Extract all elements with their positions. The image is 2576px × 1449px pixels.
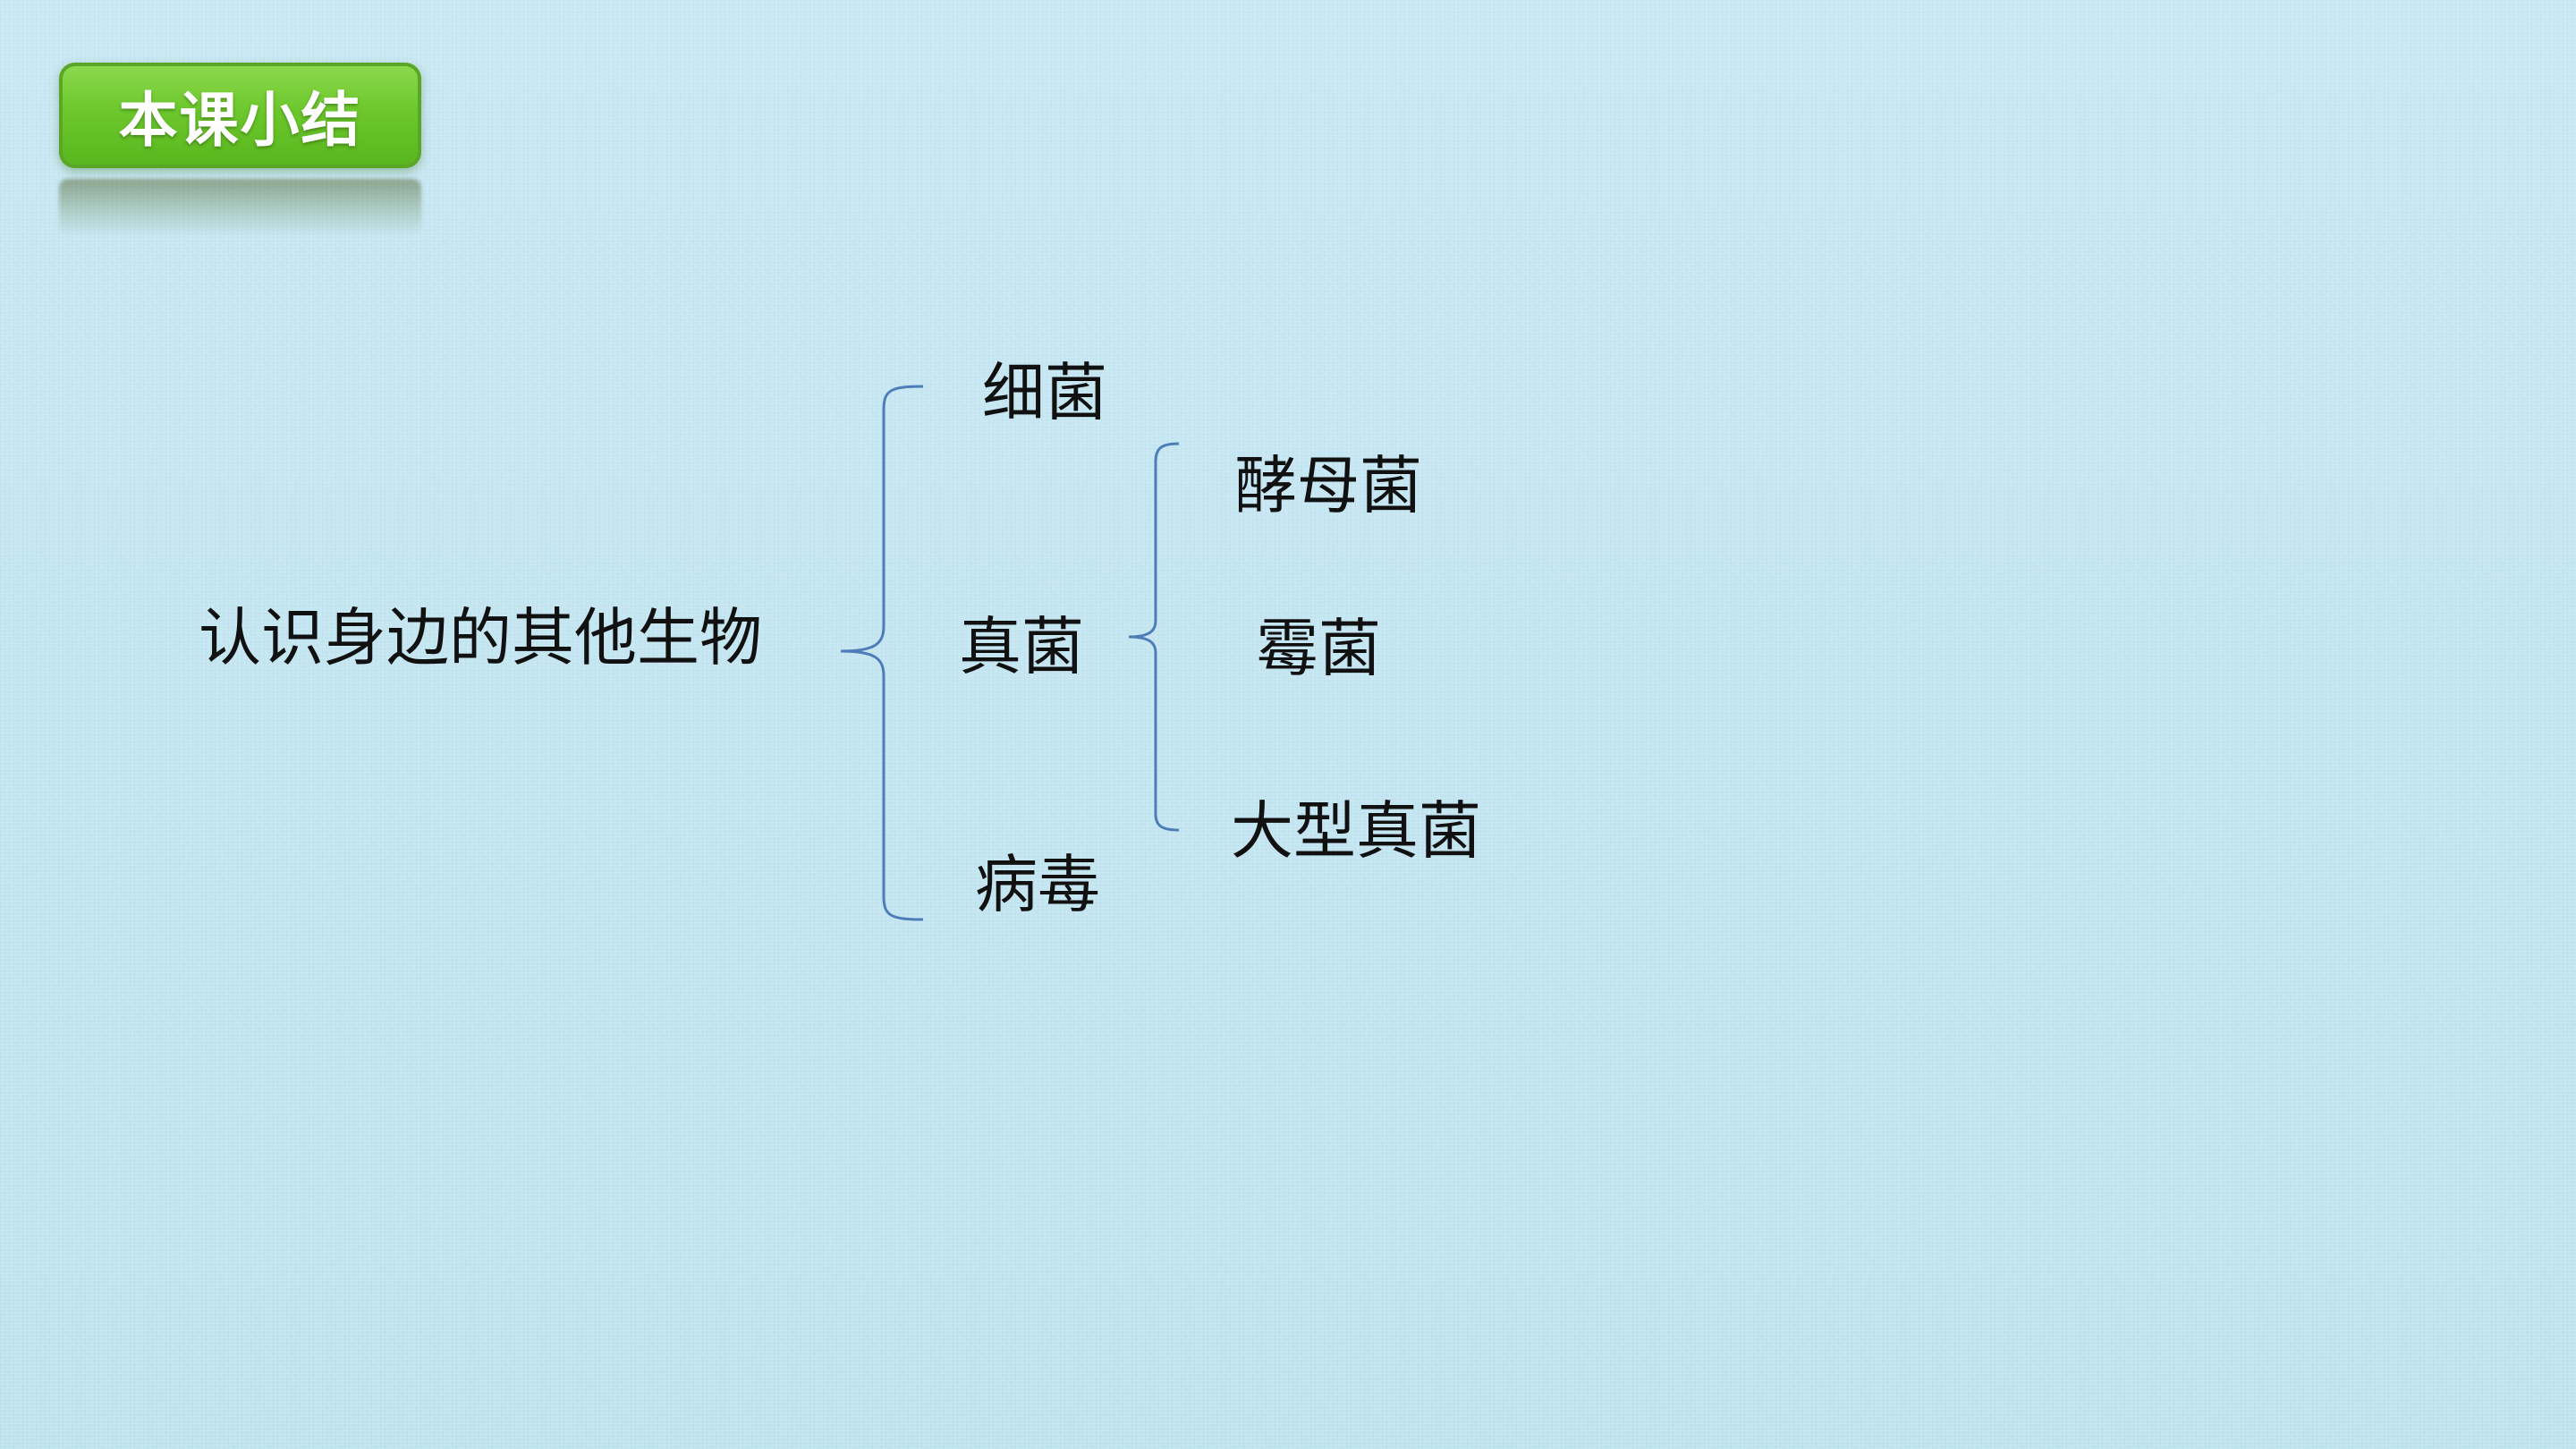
node-fungi: 真菌 xyxy=(959,610,1084,683)
node-virus: 病毒 xyxy=(975,848,1100,921)
node-yeast: 酵母菌 xyxy=(1234,449,1422,522)
main-brace xyxy=(840,385,924,921)
fungi-brace xyxy=(1128,442,1180,832)
node-large-fungi: 大型真菌 xyxy=(1231,794,1481,868)
root-node: 认识身边的其他生物 xyxy=(199,601,762,674)
title-badge-body: 本课小结 xyxy=(59,63,421,168)
slide-title: 本课小结 xyxy=(118,86,362,155)
node-mold: 霉菌 xyxy=(1256,612,1381,685)
title-badge: 本课小结 xyxy=(59,63,421,236)
title-badge-reflection xyxy=(59,179,421,236)
node-bacteria: 细菌 xyxy=(982,356,1107,429)
